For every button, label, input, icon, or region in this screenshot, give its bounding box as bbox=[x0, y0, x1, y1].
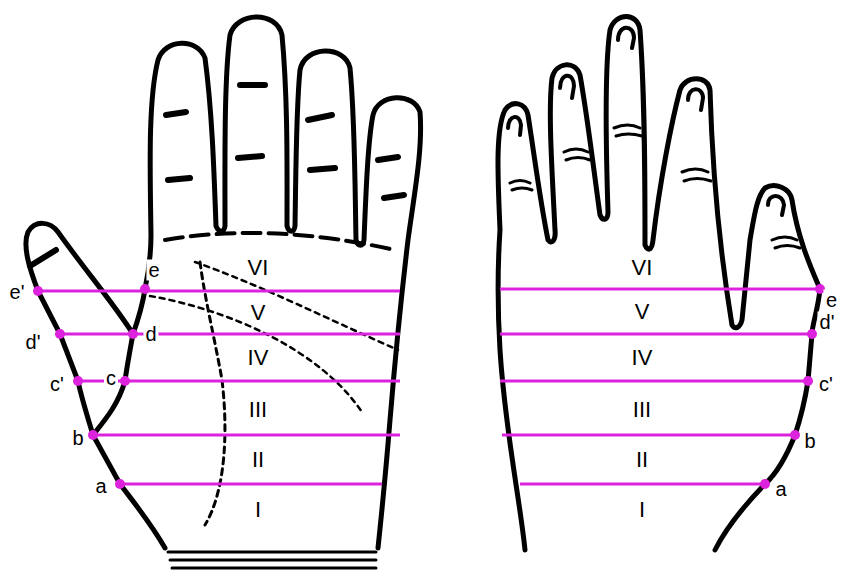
palm-outline bbox=[26, 223, 165, 548]
landmark-dot bbox=[33, 286, 43, 296]
zone-number: IV bbox=[630, 346, 655, 369]
level-line bbox=[60, 333, 400, 336]
finger-crease bbox=[30, 85, 404, 266]
level-line bbox=[500, 288, 820, 291]
level-line bbox=[38, 290, 400, 293]
landmark-dot bbox=[760, 479, 770, 489]
zone-number: V bbox=[249, 301, 268, 324]
landmark-dot bbox=[128, 329, 138, 339]
zone-number: II bbox=[250, 448, 266, 471]
wrist-cuff bbox=[168, 552, 376, 568]
zone-number: III bbox=[247, 398, 269, 421]
landmark-dot bbox=[115, 479, 125, 489]
point-label: e bbox=[146, 260, 161, 281]
landmark-dot bbox=[803, 376, 813, 386]
point-label: a bbox=[93, 476, 108, 497]
zone-number: III bbox=[631, 398, 653, 421]
zone-number: VI bbox=[246, 256, 271, 279]
point-label: c' bbox=[48, 374, 66, 395]
point-label: e' bbox=[8, 282, 27, 303]
landmark-dot bbox=[73, 376, 83, 386]
point-label: e bbox=[824, 290, 839, 311]
landmark-dot bbox=[88, 430, 98, 440]
hand-outline bbox=[498, 17, 820, 551]
zone-number: II bbox=[634, 448, 650, 471]
zone-number: I bbox=[253, 498, 263, 521]
palm-line bbox=[200, 262, 225, 525]
point-label: c bbox=[104, 368, 118, 389]
point-label: d' bbox=[818, 312, 837, 333]
point-label: a bbox=[773, 479, 788, 500]
zone-number: I bbox=[637, 498, 647, 521]
palm-outline bbox=[133, 17, 421, 548]
zone-number: VI bbox=[630, 256, 655, 279]
landmark-dot bbox=[120, 376, 130, 386]
landmark-dot bbox=[807, 329, 817, 339]
landmark-dot bbox=[55, 329, 65, 339]
knuckle-wrinkle bbox=[510, 125, 800, 248]
point-label: d bbox=[143, 324, 158, 345]
level-line bbox=[502, 434, 795, 437]
finger-base-crease bbox=[165, 233, 395, 250]
landmark-dot bbox=[140, 284, 150, 294]
point-label: d' bbox=[24, 332, 43, 353]
level-line bbox=[93, 434, 400, 437]
point-label: b bbox=[802, 431, 817, 452]
point-label: c' bbox=[817, 374, 835, 395]
palm-line bbox=[150, 296, 362, 412]
level-line bbox=[120, 483, 382, 486]
zone-number: IV bbox=[246, 346, 271, 369]
palm-line bbox=[195, 262, 398, 350]
zone-number: V bbox=[633, 300, 652, 323]
finger-nail bbox=[508, 28, 784, 215]
landmark-dot bbox=[790, 430, 800, 440]
level-line bbox=[500, 333, 812, 336]
point-label: b bbox=[70, 428, 85, 449]
level-line bbox=[520, 483, 765, 486]
level-line bbox=[500, 380, 808, 383]
